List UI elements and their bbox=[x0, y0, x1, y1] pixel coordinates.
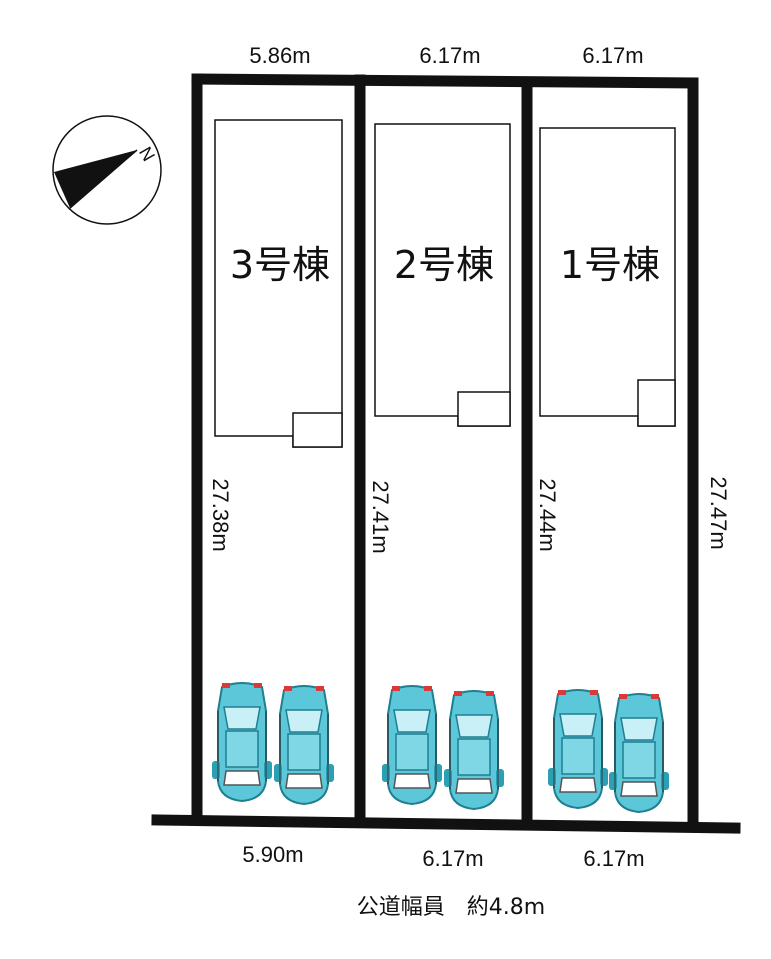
compass: N bbox=[52, 115, 162, 225]
dim-top-lot3: 5.86m bbox=[249, 43, 310, 68]
dim-side-lot3: 27.38m bbox=[208, 478, 233, 551]
car-icon bbox=[547, 689, 609, 809]
car-icon bbox=[211, 682, 273, 802]
porch-lot2 bbox=[457, 391, 511, 427]
dim-bottom-lot3: 5.90m bbox=[242, 842, 303, 867]
lot-label-1: 1号棟 bbox=[560, 243, 660, 287]
north-arrow-icon bbox=[54, 150, 137, 208]
parking-cars bbox=[211, 682, 670, 813]
rear-boundary bbox=[191, 73, 699, 89]
dim-top-lot1: 6.17m bbox=[582, 43, 643, 68]
car-icon bbox=[443, 690, 505, 810]
lot-label-2: 2号棟 bbox=[394, 243, 494, 287]
lot-label-3: 3号棟 bbox=[230, 243, 330, 287]
lot-boundaries bbox=[151, 73, 741, 834]
dim-side-lot1: 27.44m bbox=[535, 478, 560, 551]
car-icon bbox=[273, 685, 335, 805]
building-footprints bbox=[214, 119, 676, 448]
car-icon bbox=[381, 685, 443, 805]
dim-side-right: 27.47m bbox=[706, 476, 731, 549]
porch-lot3 bbox=[292, 412, 343, 448]
road-width-label: 公道幅員 約4.8m bbox=[357, 895, 545, 920]
dim-side-lot2: 27.41m bbox=[368, 480, 393, 553]
dim-bottom-lot1: 6.17m bbox=[583, 846, 644, 871]
porch-lot1 bbox=[637, 379, 676, 427]
road-boundary bbox=[151, 814, 741, 834]
dim-top-lot2: 6.17m bbox=[419, 43, 480, 68]
car-icon bbox=[608, 693, 670, 813]
dim-bottom-lot2: 6.17m bbox=[422, 846, 483, 871]
